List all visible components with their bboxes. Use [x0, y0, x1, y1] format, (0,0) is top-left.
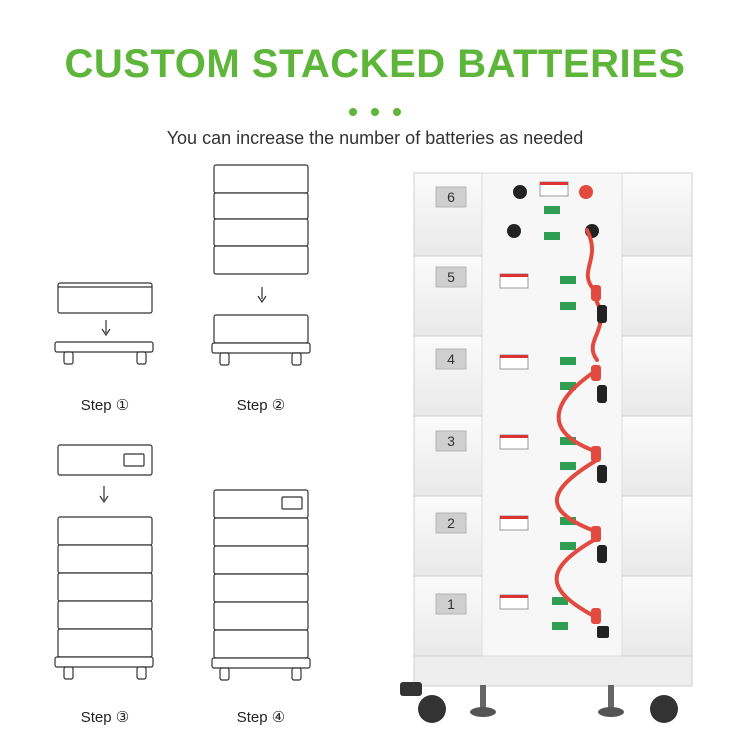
stacking-steps-diagram — [54, 164, 311, 681]
battery-tower-image: 6 5 4 3 2 1 — [400, 172, 693, 723]
decorative-dots — [0, 103, 750, 121]
step1-drawing — [54, 282, 154, 365]
step3-drawing — [54, 444, 154, 680]
step4-label: Step ④ — [236, 709, 286, 726]
module-number-2: 2 — [447, 515, 455, 531]
module-number-1: 1 — [447, 596, 455, 612]
step2-drawing — [211, 164, 311, 366]
step2-label: Step ② — [236, 397, 286, 414]
page-title: CUSTOM STACKED BATTERIES — [64, 42, 686, 86]
step1-label: Step ① — [80, 397, 130, 414]
module-number-6: 6 — [447, 189, 455, 205]
module-number-4: 4 — [447, 351, 455, 367]
page-subtitle: You can increase the number of batteries… — [166, 128, 584, 148]
module-number-5: 5 — [447, 269, 455, 285]
step3-label: Step ③ — [80, 709, 130, 726]
module-number-3: 3 — [447, 433, 455, 449]
tower-base — [413, 655, 693, 687]
step4-drawing — [211, 489, 311, 681]
